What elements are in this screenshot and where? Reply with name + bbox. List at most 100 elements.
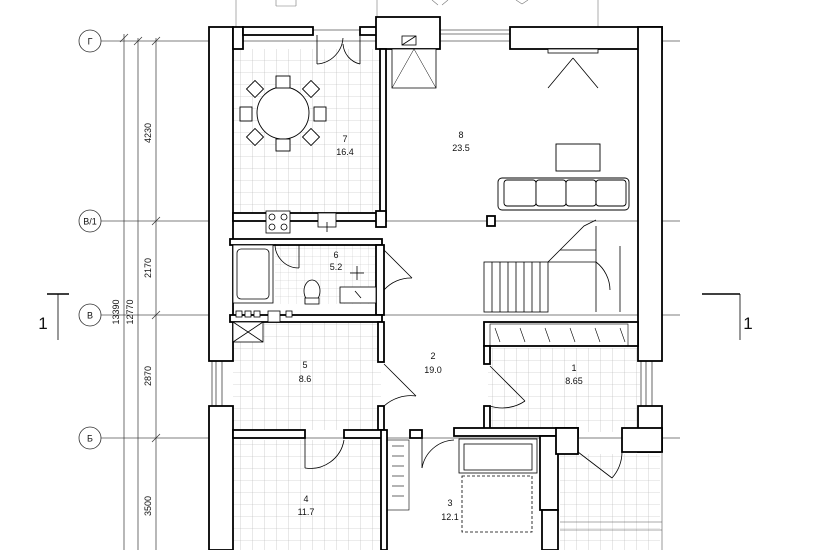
- fixture-mark: [354, 290, 362, 299]
- terrace-line: [521, 0, 529, 5]
- room-number-3: 3: [447, 498, 452, 508]
- kitchen-counter: [265, 210, 337, 234]
- stove: [265, 210, 291, 234]
- stove-burner: [268, 213, 276, 221]
- wall-6-bottom: [229, 314, 383, 323]
- door-leaf: [577, 451, 613, 479]
- dining-chair: [275, 138, 291, 152]
- room-number-2: 2: [430, 351, 435, 361]
- terrace-line: [515, 0, 523, 5]
- wall-5-4-right: [343, 429, 385, 439]
- door-swing: [316, 37, 344, 65]
- sofa-cushion: [503, 179, 537, 207]
- dining-chair: [245, 79, 265, 99]
- room-area-3: 12.1: [441, 512, 459, 522]
- door-leaf: [383, 363, 417, 397]
- room-area-7: 16.4: [336, 147, 354, 157]
- dining-chair: [275, 75, 291, 89]
- coffee-table: [555, 143, 601, 172]
- axis-bubble-g: [78, 29, 102, 53]
- section-label-right: 1: [743, 314, 752, 333]
- hanger-mark: [594, 327, 601, 343]
- wall-3-right-lower: [541, 509, 559, 551]
- tv: [547, 48, 599, 54]
- room-area-1: 8.65: [565, 376, 583, 386]
- wall-5-2: [377, 321, 385, 363]
- dim-tick: [119, 33, 129, 43]
- room-number-8: 8: [458, 130, 463, 140]
- utility-box: [267, 310, 281, 323]
- fireplace-mark: [401, 35, 417, 46]
- tv-view-line: [572, 57, 599, 89]
- dim-label-13390: 13390: [111, 299, 121, 324]
- dim-tick: [151, 310, 161, 320]
- room-area-5: 8.6: [299, 374, 312, 384]
- wall-top-segment: [242, 26, 314, 36]
- dining-chair: [301, 127, 321, 147]
- sofa-cushion: [535, 179, 567, 207]
- boiler-mark: [232, 321, 264, 343]
- living-furniture: [497, 143, 630, 211]
- door-leaf: [489, 365, 526, 402]
- dining-chair: [239, 106, 253, 122]
- hearth-mark: [413, 48, 437, 89]
- stove-burner: [280, 213, 288, 221]
- door-swing: [342, 43, 361, 65]
- wall-left-upper: [208, 26, 234, 362]
- wardrobe-body: [489, 323, 629, 347]
- stove-burner: [280, 223, 288, 231]
- dim-label-2870: 2870: [143, 366, 153, 386]
- dim-tick: [151, 36, 161, 46]
- wall-7-6: [232, 212, 387, 222]
- tile-room-4: [233, 440, 381, 550]
- wall-1-top: [483, 321, 639, 347]
- sofa-bed-cushion: [463, 443, 533, 471]
- room-number-6: 6: [333, 250, 338, 260]
- wardrobe: [489, 323, 629, 347]
- door-swing: [489, 400, 526, 409]
- room-number-4: 4: [303, 494, 308, 504]
- axis-label-v: В: [87, 311, 93, 321]
- utility-fixtures: [232, 310, 293, 343]
- room-labels: 7 16.4 8 23.5 6 5.2 5 8.6 2 19.0 1 8.65 …: [298, 130, 583, 522]
- top-terrace: [235, 0, 599, 28]
- stove-burner: [268, 223, 276, 231]
- dining-chair: [301, 79, 321, 99]
- terrace-right: [560, 452, 663, 550]
- dim-label-3500: 3500: [143, 496, 153, 516]
- dim-tick: [151, 433, 161, 443]
- utility-box: [244, 310, 252, 318]
- stair-curve: [595, 261, 611, 291]
- bathtub-inner: [236, 248, 270, 300]
- bed-outline: [461, 475, 533, 533]
- door-swing: [611, 451, 623, 479]
- floor-tiles: [233, 49, 660, 550]
- utility-box: [253, 310, 261, 318]
- hanger-mark: [494, 327, 501, 343]
- wall-corner-right: [621, 427, 663, 453]
- structural-column: [486, 215, 496, 227]
- axis-label-v1: В/1: [83, 217, 97, 227]
- room-area-8: 23.5: [452, 143, 470, 153]
- hearth-mark: [391, 48, 415, 89]
- hanger-mark: [544, 327, 551, 343]
- terrace-line: [441, 0, 449, 6]
- wall-6-right: [375, 244, 385, 316]
- room-3-furniture: [458, 438, 538, 533]
- wall-5-2-lower: [377, 405, 385, 431]
- room-number-1: 1: [571, 363, 576, 373]
- dining-set: [239, 75, 327, 152]
- tv-unit: [547, 48, 599, 89]
- wall-top-left-pier: [232, 26, 244, 50]
- dim-label-2170: 2170: [143, 258, 153, 278]
- wall-right-upper: [637, 26, 663, 362]
- hearth: [391, 48, 437, 89]
- wall-5-4-left: [232, 429, 306, 439]
- room-area-2: 19.0: [424, 365, 442, 375]
- door-swing: [421, 439, 455, 469]
- tv-view-line: [547, 57, 574, 89]
- fireplace: [391, 35, 437, 89]
- dim-label-12770: 12770: [125, 299, 135, 324]
- wall-left-lower: [208, 405, 234, 551]
